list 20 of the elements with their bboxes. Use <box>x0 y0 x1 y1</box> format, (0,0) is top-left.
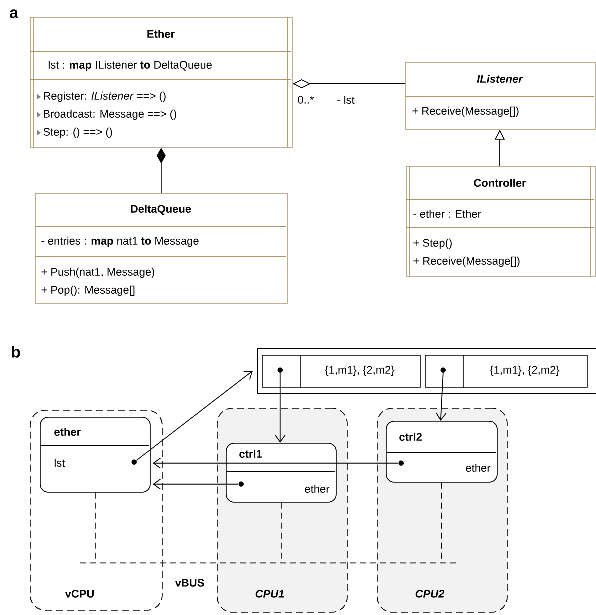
object-box: ether lst <box>40 417 151 493</box>
reference-arrow <box>152 458 400 469</box>
reference-arrow <box>152 478 240 490</box>
panel-label: b <box>12 346 20 358</box>
class-box: DeltaQueue - entries : map nat1 to Message + Push(nat1, Message) + Pop(): Message[] <box>35 193 288 304</box>
pointer-arrow <box>436 372 447 421</box>
bus-line <box>80 562 457 564</box>
pointer-arrow <box>136 371 253 462</box>
object-box: ctrl2 ether <box>386 421 498 483</box>
pointer-cell <box>425 355 464 388</box>
role-label: - lst <box>338 96 355 104</box>
bus-label: vBUS <box>175 579 204 587</box>
class-box: IListener + Receive(Message[]) <box>405 62 596 130</box>
pointer-cell <box>262 355 301 388</box>
pointer-arrow <box>274 372 286 443</box>
class-box: Controller - ether : Ether + Step() + Receive(Message[]) <box>406 166 596 277</box>
object-box: ctrl1 ether <box>226 443 337 503</box>
array-box <box>257 348 596 394</box>
class-box: Ether lst : map IListener to DeltaQueue Register: IListener ==> () Broadcast: Message ==> () Step: () ==> () <box>30 16 293 148</box>
panel-label: a <box>10 10 19 18</box>
